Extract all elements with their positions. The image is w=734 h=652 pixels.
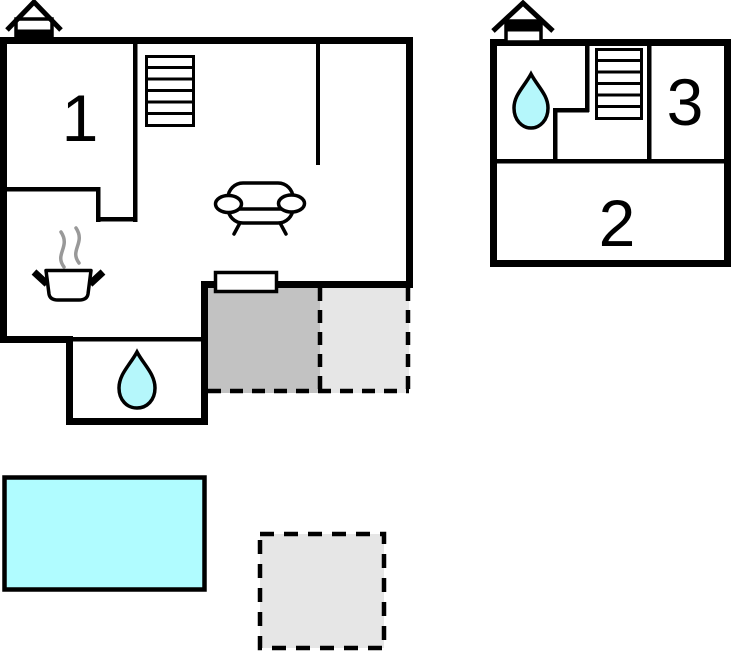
pot-handle-left [31,269,50,287]
main-building: 1 [0,37,413,425]
upper-building-inner-walls [497,46,724,164]
room-2-label: 2 [599,186,636,260]
window-box [213,270,279,294]
pool [2,475,207,592]
water-drop-icon [117,348,157,410]
main-building-outer-walls [0,37,413,425]
room-1-label: 1 [62,81,99,155]
steam-wave-right [73,226,82,265]
staircase-icon [145,55,195,127]
chimney-icon-upper [491,0,555,44]
water-drop-icon-upper [512,70,550,130]
room-3-label: 3 [667,65,704,139]
staircase-icon-upper [595,48,643,120]
sofa-armrest-left [213,193,244,215]
pot-handle-right [87,269,106,287]
terrace-open-area [320,288,409,393]
sofa-icon [213,181,307,236]
main-building-inner-walls [7,44,320,342]
chimney-icon-main [5,0,63,43]
stove-pot-icon [31,226,106,302]
terrace-covered-area [208,288,320,393]
upper-building: 3 2 [490,39,731,267]
attached-terrace [208,288,411,394]
terrace-dashed-border [208,288,411,394]
sofa-armrest-right [276,193,307,214]
steam-wave-left [58,230,67,269]
pot-body [44,268,93,302]
detached-terrace [257,531,387,651]
